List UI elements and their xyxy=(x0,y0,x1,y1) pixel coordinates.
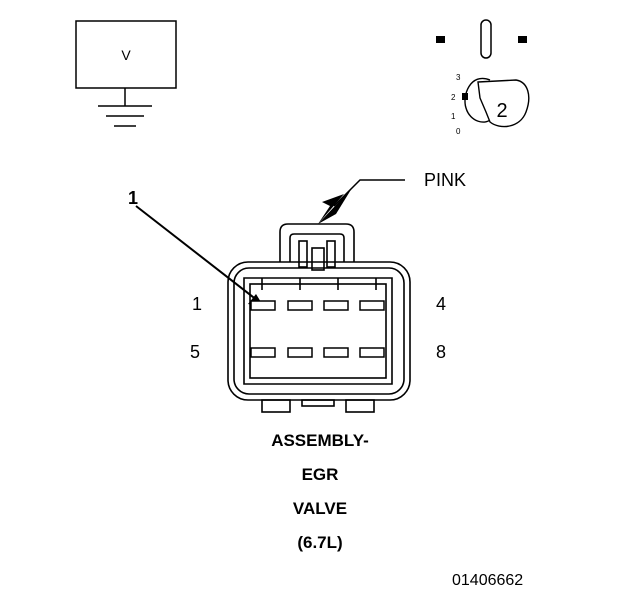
ground-icon xyxy=(98,105,152,127)
pin-cavity-2 xyxy=(287,300,313,311)
pin-label-5: 5 xyxy=(190,342,201,362)
key-position-0: 0 xyxy=(456,127,461,136)
callout-number: 1 xyxy=(128,188,139,208)
color-leader-arrow xyxy=(318,179,405,224)
connector-body xyxy=(227,223,411,413)
ignition-switch-icon xyxy=(436,19,530,128)
title-line-2: EGR xyxy=(301,465,339,484)
key-position-3: 3 xyxy=(456,73,461,82)
pin-label-8: 8 xyxy=(436,342,447,362)
title-line-1: ASSEMBLY- xyxy=(271,431,369,450)
key-position-1: 1 xyxy=(451,112,456,121)
pin-cavity-4 xyxy=(359,300,385,311)
pin-cavity-7 xyxy=(323,347,349,358)
pin-cavity-6 xyxy=(287,347,313,358)
pin-label-4: 4 xyxy=(436,294,447,314)
title-line-3: VALVE xyxy=(292,499,348,518)
voltmeter-icon xyxy=(75,20,177,127)
figure-id: 01406662 xyxy=(452,572,524,589)
pin-cavity-8 xyxy=(359,347,385,358)
pin-cavities xyxy=(250,300,385,358)
key-position-2: 2 xyxy=(451,93,456,102)
key-selected-position: 2 xyxy=(496,100,507,122)
voltmeter-symbol: V xyxy=(121,47,131,63)
pin-label-1: 1 xyxy=(192,294,203,314)
title-line-4: (6.7L) xyxy=(297,533,343,552)
connector-color-label: PINK xyxy=(424,170,467,190)
pin-cavity-1 xyxy=(250,300,276,311)
pin-cavity-3 xyxy=(323,300,349,311)
pin-cavity-5 xyxy=(250,347,276,358)
